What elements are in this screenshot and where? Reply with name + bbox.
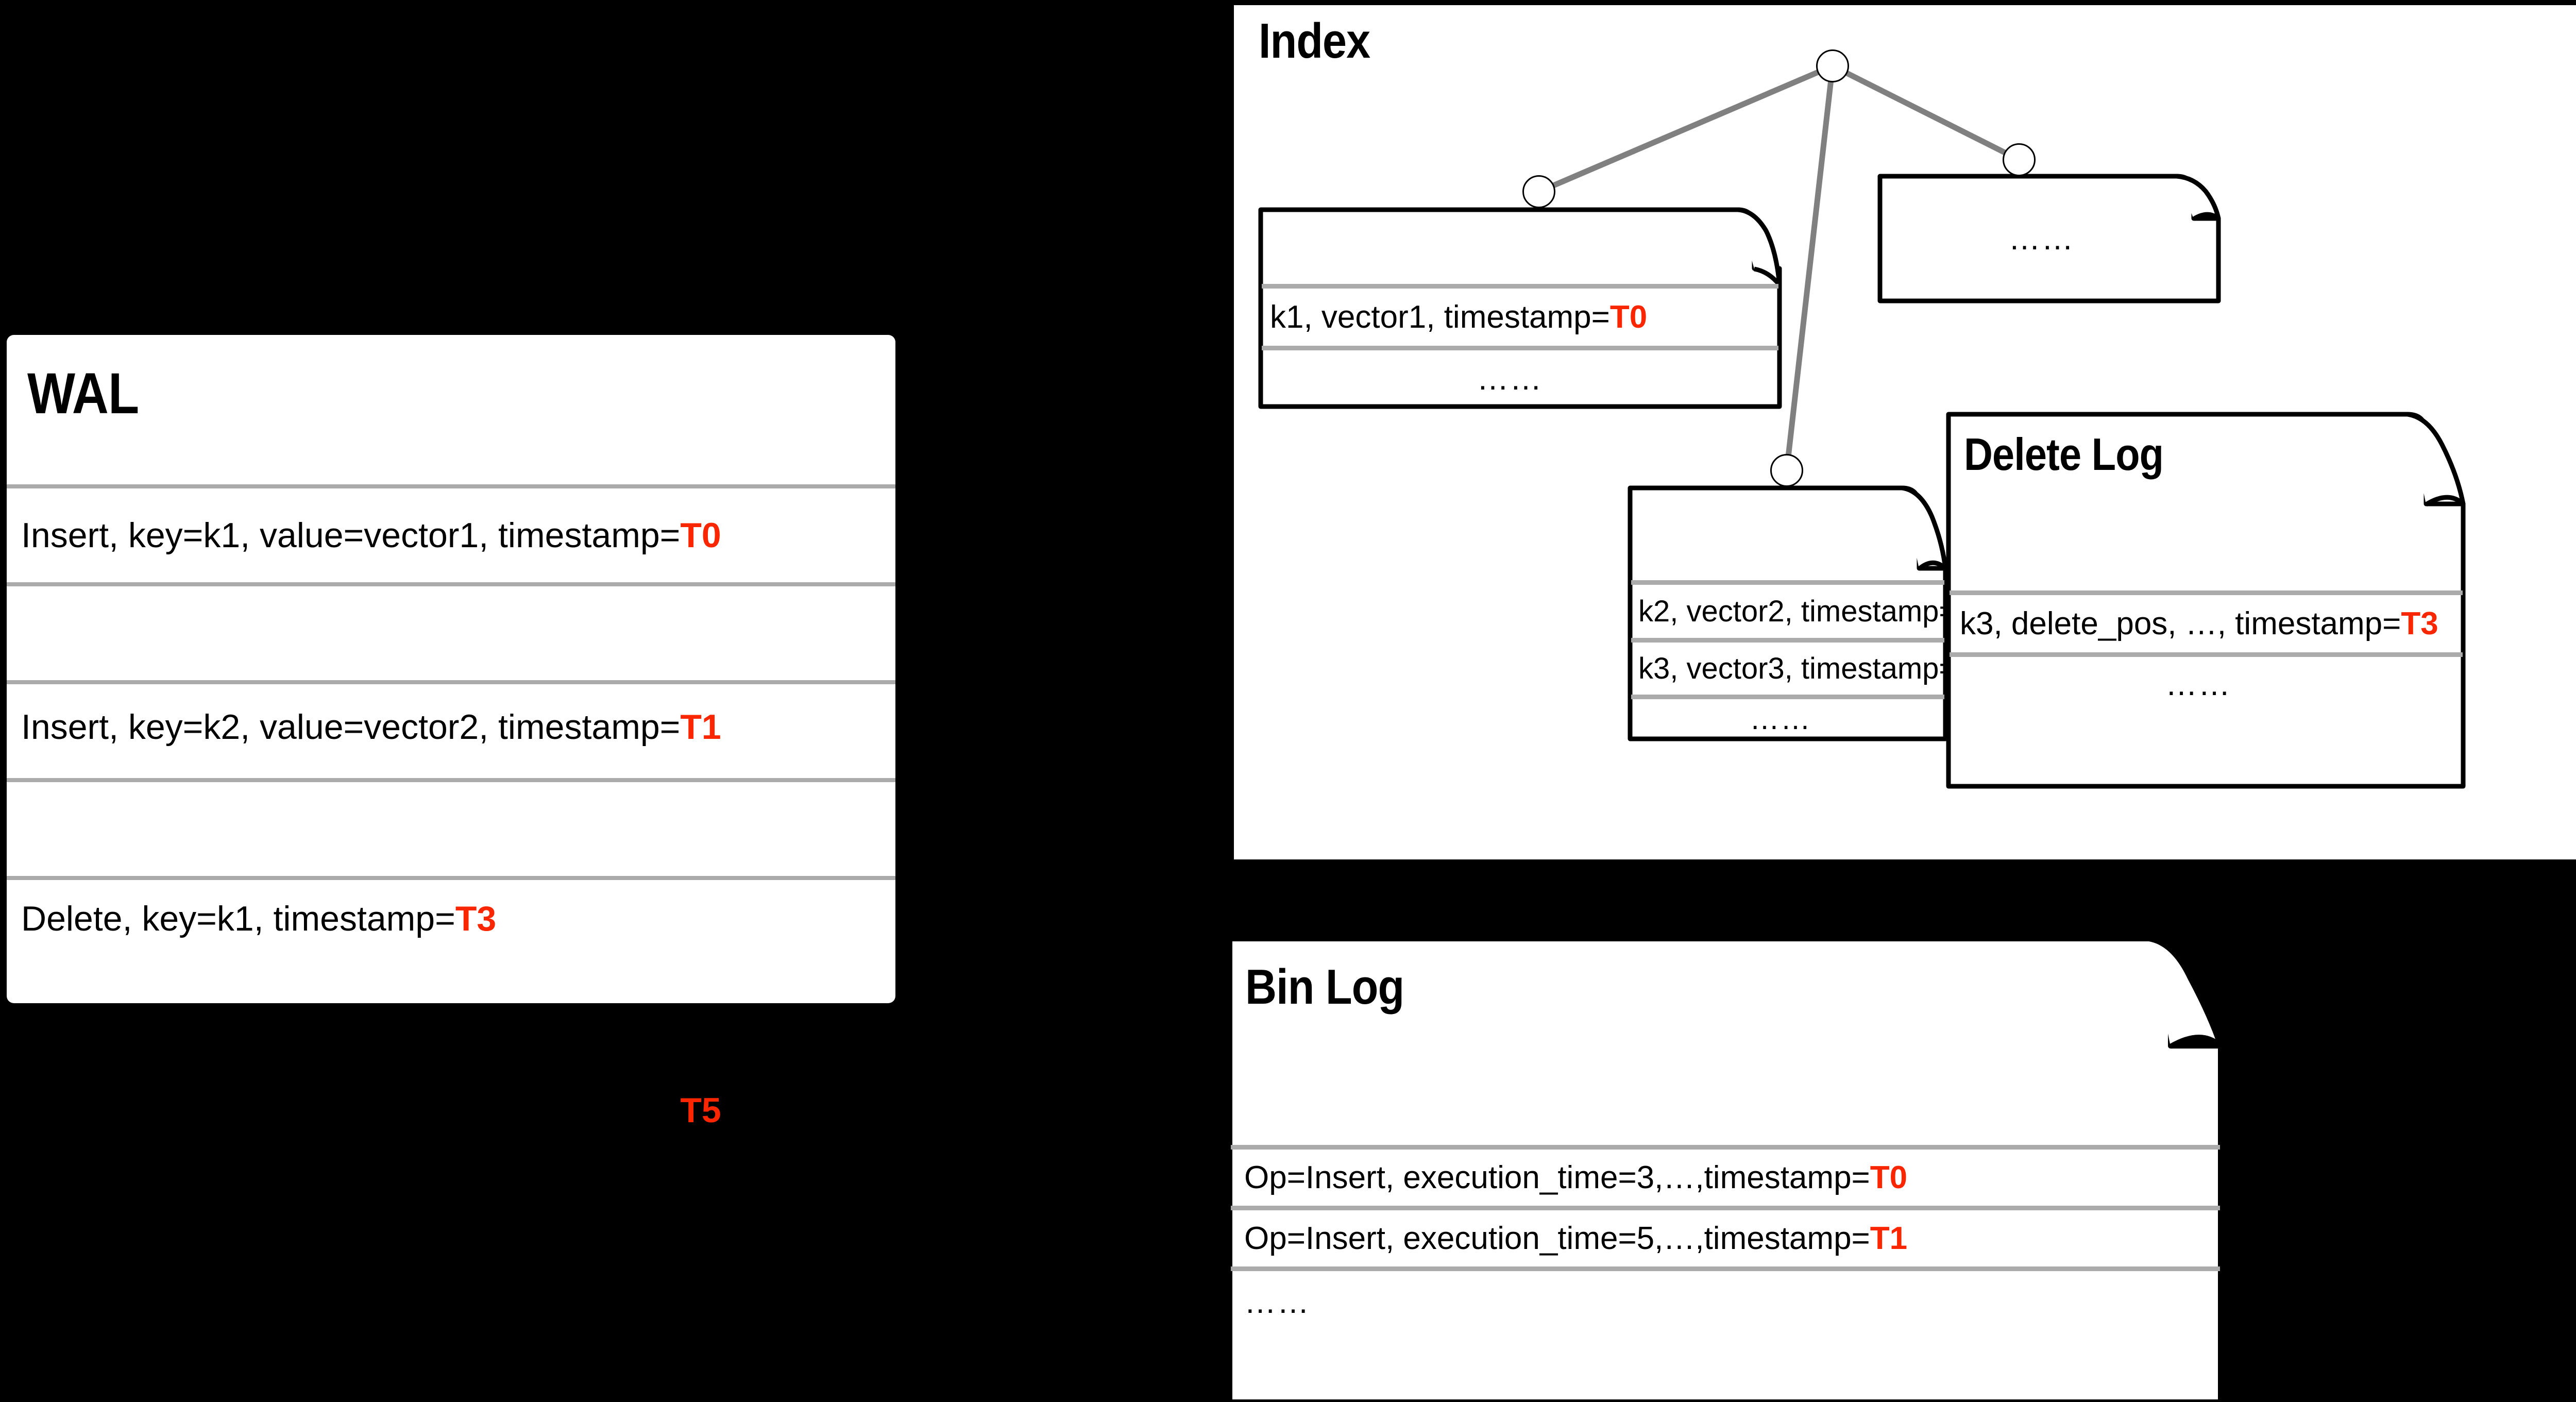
wal-row-text: Insert, key=k1, value=vector1, timestamp… [21, 516, 681, 555]
bin-log-row-text: Op=Insert, execution_time=3,…,timestamp= [1244, 1160, 1870, 1195]
bin-log-row-ellipsis: …… [1244, 1271, 1310, 1333]
delete-log-separator [1950, 652, 2463, 657]
leaf-k1-row-ellipsis: …… [1259, 350, 1761, 407]
bin-log-row-timestamp: T1 [1870, 1221, 1908, 1256]
leaf-k1-row-timestamp: T0 [1609, 299, 1648, 335]
wal-separator [7, 582, 895, 586]
delete-log-row-text: …… [2165, 667, 2231, 702]
bin-log-row-timestamp: T0 [1870, 1160, 1908, 1195]
wal-row: Insert, key=k3, value=vector3, timestamp… [21, 1063, 910, 1157]
wal-row-text: Insert, key=k2, value=vector2, timestamp… [21, 707, 681, 747]
index-leaf-ellipsis-doc: …… [1877, 174, 2221, 303]
leaf-ellipsis-row: …… [1878, 174, 2205, 303]
leaf-k2k3-row: k2, vector2, timestamp=T1 [1638, 585, 1991, 638]
wal-row-timestamp: T0 [680, 516, 721, 555]
leaf-k2k3-separator [1631, 638, 1944, 643]
delete-log-row-timestamp: T3 [2401, 606, 2438, 641]
bin-log-document: Bin Log Op=Insert, execution_time=3,…,ti… [1227, 936, 2223, 1402]
delete-log-title: Delete Log [1964, 429, 2164, 480]
delete-log-separator [1950, 590, 2463, 595]
tree-node-root[interactable] [1816, 49, 1849, 82]
index-panel: Index k1, vector1, timestamp=T0 [1234, 5, 2576, 859]
wal-separator [7, 778, 895, 782]
bin-log-separator [1231, 1266, 2220, 1271]
delete-log-row: k3, delete_pos, …, timestamp=T3 [1960, 595, 2438, 652]
bin-log-separator [1231, 1145, 2220, 1150]
leaf-k2k3-row: k3, vector3, timestamp=T5 [1638, 643, 1991, 695]
wal-panel: WAL Insert, key=k1, value=vector1, times… [7, 335, 895, 1321]
leaf-k2k3-row-ellipsis: …… [1628, 699, 1933, 738]
leaf-k2k3-row-text: k3, vector3, timestamp= [1638, 652, 1957, 685]
leaf-k1-row: k1, vector1, timestamp=T0 [1270, 289, 1647, 346]
delete-log-row-ellipsis: …… [1946, 657, 2450, 786]
tree-node-right[interactable] [2003, 143, 2036, 176]
leaf-k1-row-text: k1, vector1, timestamp= [1270, 299, 1610, 335]
bin-log-row: Op=Insert, execution_time=5,…,timestamp=… [1244, 1210, 1907, 1266]
tree-node-bottom[interactable] [1770, 454, 1803, 487]
tree-node-left[interactable] [1522, 175, 1555, 208]
leaf-k1-separator [1262, 346, 1778, 350]
leaf-k2k3-separator [1631, 580, 1944, 585]
bin-log-row-text: Op=Insert, execution_time=5,…,timestamp= [1244, 1221, 1870, 1256]
wal-row-timestamp: T3 [455, 899, 497, 938]
leaf-k2k3-separator [1631, 695, 1944, 699]
leaf-ellipsis-row-text: …… [2008, 221, 2075, 257]
bin-log-separator [1231, 1206, 2220, 1210]
delete-log-row-text: k3, delete_pos, …, timestamp= [1960, 606, 2401, 641]
wal-row: Insert, key=k1, value=vector1, timestamp… [21, 488, 910, 582]
bin-log-title: Bin Log [1245, 959, 1404, 1015]
leaf-k1-separator [1262, 284, 1778, 289]
bin-log-row-text: …… [1244, 1284, 1310, 1320]
leaf-k1-row-text: …… [1477, 361, 1543, 397]
index-leaf-k1-doc: k1, vector1, timestamp=T0 …… [1258, 207, 1782, 409]
bin-log-row: Op=Insert, execution_time=3,…,timestamp=… [1244, 1150, 1907, 1206]
wal-separator [7, 876, 895, 880]
wal-separator [7, 680, 895, 684]
wal-title: WAL [27, 361, 139, 426]
wal-row-timestamp: T5 [680, 1091, 721, 1130]
wal-row: Delete, key=k1, timestamp=T3 [21, 872, 910, 966]
wal-row: Insert, key=k2, value=vector2, timestamp… [21, 680, 910, 774]
wal-row-text: Delete, key=k1, timestamp= [21, 899, 455, 938]
wal-row-text: …… [21, 1282, 93, 1321]
wal-separator [7, 484, 895, 488]
index-leaf-k2k3-doc: k2, vector2, timestamp=T1 k3, vector3, t… [1628, 485, 1991, 741]
leaf-k2k3-row-text: …… [1750, 702, 1811, 736]
leaf-k2k3-row-text: k2, vector2, timestamp= [1638, 595, 1957, 628]
wal-row-timestamp: T1 [680, 707, 721, 747]
index-title: Index [1259, 13, 1370, 69]
wal-row-ellipsis: …… [21, 1255, 910, 1348]
wal-row-text: Insert, key=k3, value=vector3, timestamp… [21, 1091, 681, 1130]
delete-log-document: Delete Log k3, delete_pos, …, timestamp=… [1946, 412, 2466, 789]
